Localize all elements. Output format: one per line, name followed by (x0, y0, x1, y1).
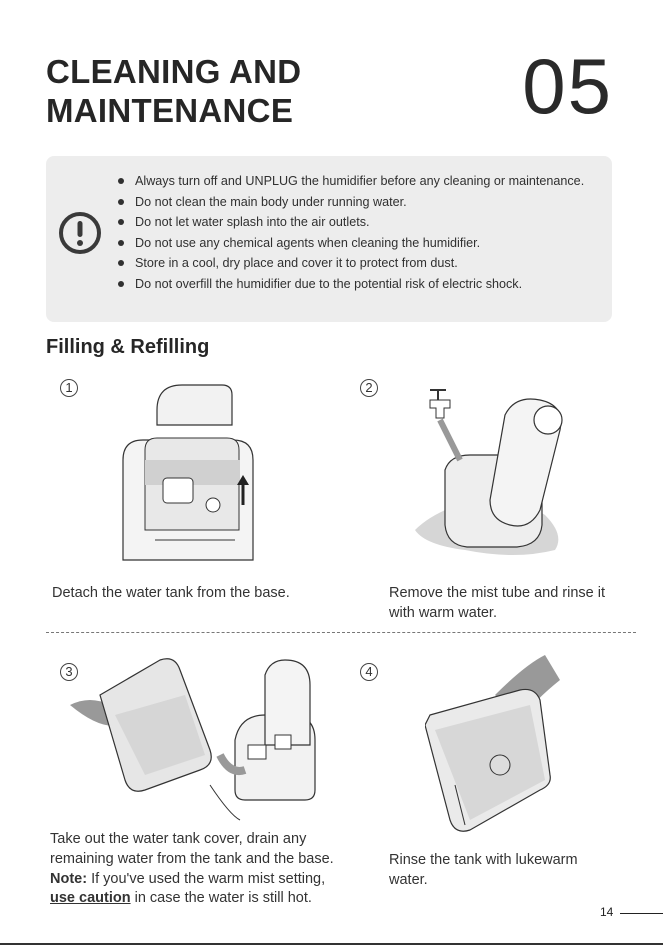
step-number-4: 4 (360, 663, 378, 681)
step-4-caption: Rinse the tank with lukewarm water. (389, 852, 578, 888)
step-1-caption: Detach the water tank from the base. (52, 585, 290, 601)
rinse-mist-tube-illustration (415, 389, 563, 555)
title-line-2: MAINTENANCE (46, 92, 294, 129)
chapter-number: 05 (522, 42, 613, 130)
step-3-note-caution: use caution (50, 890, 131, 907)
section-title: Filling & Refilling (46, 336, 210, 358)
step-3-note-text: If you've used the warm mist setting, (87, 870, 326, 887)
title-line-1: CLEANING AND (46, 53, 302, 90)
step-3-note-end: in case the water is still hot. (130, 890, 312, 907)
section-divider (46, 632, 636, 633)
page-number: 14 (600, 905, 614, 919)
drain-tank-illustration (70, 658, 316, 821)
warning-item: Do not use any chemical agents when clea… (116, 235, 586, 252)
bottom-rule (0, 943, 663, 945)
warning-list: Always turn off and UNPLUG the humidifie… (116, 173, 586, 296)
step-number-3: 3 (60, 663, 78, 681)
warning-item: Do not overfill the humidifier due to th… (116, 276, 586, 293)
warning-item: Always turn off and UNPLUG the humidifie… (116, 173, 586, 190)
step-3-caption: Take out the water tank cover, drain any… (50, 830, 350, 909)
step-3-note-label: Note: (50, 870, 88, 887)
warning-item: Do not clean the main body under running… (116, 194, 586, 211)
page-title: CLEANING AND MAINTENANCE (46, 52, 301, 130)
exclamation-icon (59, 212, 101, 254)
page-number-rule (620, 913, 663, 914)
step-2-caption: Remove the mist tube and rinse it with w… (389, 585, 605, 621)
rinse-tank-illustration (425, 655, 560, 832)
detach-tank-illustration (122, 384, 254, 561)
warning-item: Do not let water splash into the air out… (116, 214, 586, 231)
step-number-2: 2 (360, 379, 378, 397)
step-number-1: 1 (60, 379, 78, 397)
warning-box: Always turn off and UNPLUG the humidifie… (46, 156, 612, 322)
warning-item: Store in a cool, dry place and cover it … (116, 255, 586, 272)
step-3-caption-text: Take out the water tank cover, drain any… (50, 831, 334, 867)
